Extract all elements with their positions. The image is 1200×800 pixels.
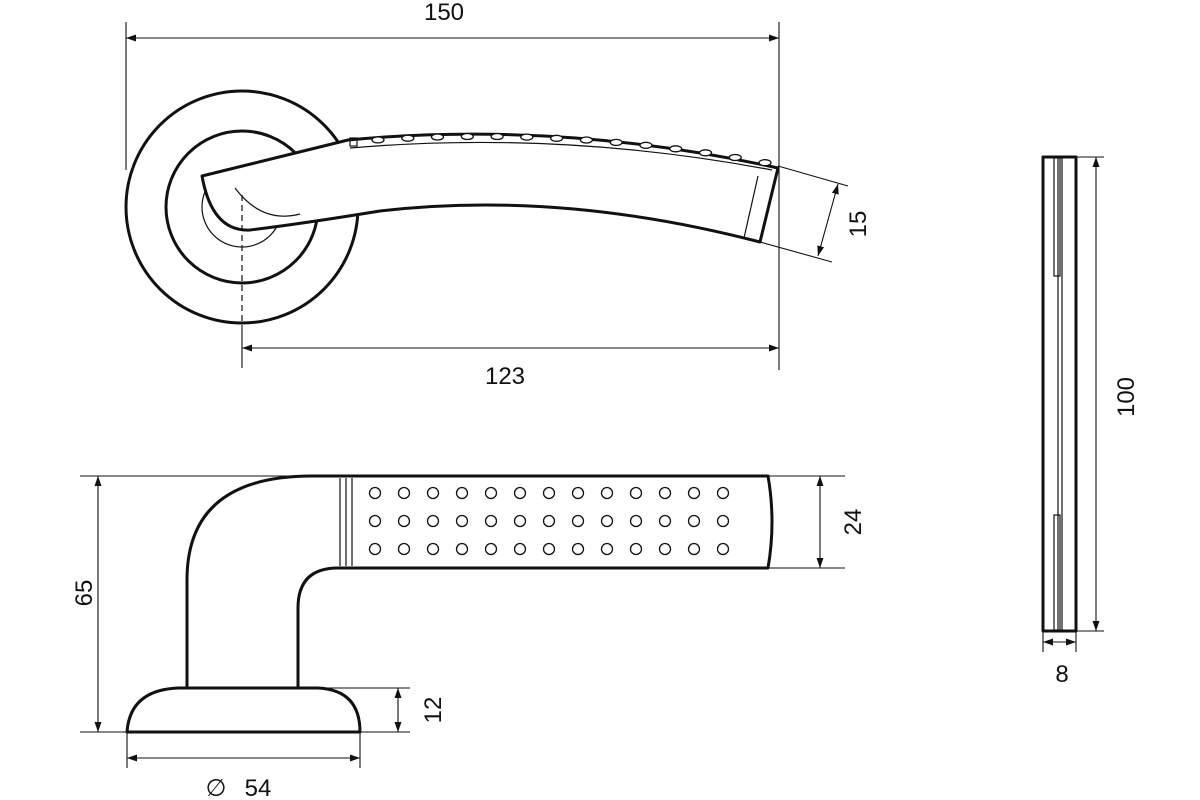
perforation-dot xyxy=(368,514,382,528)
perforation-dot xyxy=(484,542,498,556)
side-view: 65 24 12 ∅ 54 xyxy=(71,474,867,800)
rose-base xyxy=(125,686,362,734)
perforation-dot xyxy=(397,486,411,500)
perforation-dot xyxy=(397,514,411,528)
perforation-dot xyxy=(639,141,653,149)
dim-label-rose-diameter: 54 xyxy=(245,775,272,800)
perforation-dot xyxy=(520,133,534,141)
perforation-dot xyxy=(629,514,643,528)
lever-body xyxy=(185,474,774,690)
perforation-dot xyxy=(455,542,469,556)
perforation-dot xyxy=(490,132,504,141)
top-view: 150 123 15 xyxy=(124,0,872,390)
dim-label-rose-thickness: 12 xyxy=(420,697,447,724)
dim-label-spindle-width: 8 xyxy=(1055,661,1068,688)
handle-end-face xyxy=(743,175,759,239)
perforation-dot xyxy=(484,486,498,500)
spindle-slot-top xyxy=(1053,157,1061,277)
perforation-dot xyxy=(669,145,683,153)
perforation-dot xyxy=(716,542,730,556)
perforation-dot xyxy=(542,486,556,500)
perforation-dot xyxy=(426,542,440,556)
dim-label-overall-length: 150 xyxy=(424,0,464,26)
perforation-dot xyxy=(542,514,556,528)
ext-line-15-top xyxy=(777,165,849,187)
perforation-dot xyxy=(542,542,556,556)
perforation-dot xyxy=(426,514,440,528)
dim-label-lever-height: 65 xyxy=(71,580,98,607)
ext-line-15-bottom xyxy=(759,241,833,263)
perforation-dot xyxy=(513,514,527,528)
perforation-dot xyxy=(401,134,415,142)
perforation-dot xyxy=(426,486,440,500)
perforation-dot xyxy=(658,514,672,528)
perforation-dot xyxy=(728,153,742,162)
perforation-dot xyxy=(658,486,672,500)
dim-label-spindle-length: 100 xyxy=(1113,377,1140,417)
perforation-dot xyxy=(687,514,701,528)
perforation-dot xyxy=(484,514,498,528)
perforation-dot xyxy=(687,542,701,556)
handle-top-stripe xyxy=(349,141,773,171)
handle-edge-line xyxy=(234,187,301,217)
perforation-dot xyxy=(455,514,469,528)
top-perforation-dots xyxy=(371,132,772,167)
perforation-dot xyxy=(371,136,385,144)
spindle-view: 100 8 xyxy=(1041,155,1140,688)
perforation-dot xyxy=(600,542,614,556)
perforation-dot xyxy=(513,486,527,500)
perforation-dot xyxy=(368,486,382,500)
perforation-dot xyxy=(629,542,643,556)
diameter-symbol: ∅ xyxy=(206,775,227,800)
perforation-dot xyxy=(397,542,411,556)
spindle-slot-bottom xyxy=(1053,514,1061,631)
perforation-dot xyxy=(600,514,614,528)
dim-label-handle-height-end: 15 xyxy=(845,211,872,238)
dim-label-grip-height: 24 xyxy=(840,509,867,536)
perforation-dot xyxy=(571,542,585,556)
perforation-dot xyxy=(758,159,772,167)
handle-notch xyxy=(349,137,358,147)
perforation-dot xyxy=(687,486,701,500)
perforation-dot xyxy=(716,514,730,528)
perforation-dot xyxy=(460,132,474,141)
perforation-dot xyxy=(609,138,623,147)
perforation-dot xyxy=(513,542,527,556)
perforation-dot xyxy=(600,486,614,500)
perforation-dot xyxy=(455,486,469,500)
perforation-dot xyxy=(698,149,713,157)
perforation-dot xyxy=(716,486,730,500)
side-perforation-dots xyxy=(368,486,730,556)
perforation-dot xyxy=(571,514,585,528)
dim-line-15 xyxy=(817,183,839,257)
perforation-dot xyxy=(579,136,594,144)
perforation-dot xyxy=(571,486,585,500)
perforation-dot xyxy=(430,133,445,141)
perforation-dot xyxy=(549,134,564,142)
perforation-dot xyxy=(658,542,672,556)
perforation-dot xyxy=(368,542,382,556)
perforation-dot xyxy=(629,486,643,500)
dim-label-handle-length: 123 xyxy=(485,363,525,390)
